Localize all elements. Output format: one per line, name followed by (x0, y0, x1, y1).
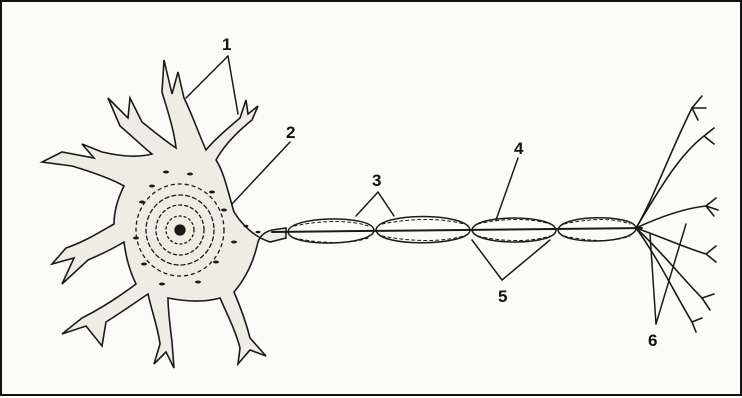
cell-body (42, 60, 286, 368)
label-5: 5 (498, 287, 507, 306)
label-6: 6 (648, 331, 657, 350)
label-2: 2 (286, 123, 295, 142)
diagram-labels: 1 2 3 4 5 6 (222, 35, 657, 350)
label-1: 1 (222, 35, 231, 54)
axon (272, 217, 642, 244)
label-3: 3 (372, 171, 381, 190)
label-4: 4 (514, 139, 524, 158)
axon-terminals (636, 96, 718, 332)
leader-lines (186, 56, 686, 324)
